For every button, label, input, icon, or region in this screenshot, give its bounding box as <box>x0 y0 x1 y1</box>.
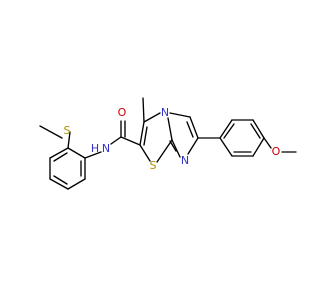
bond <box>139 144 151 162</box>
atom-labels: S O N H N S N O <box>64 106 281 172</box>
bond <box>143 126 148 146</box>
bond <box>169 112 191 118</box>
bond <box>263 137 272 149</box>
bond <box>187 137 199 155</box>
bond <box>186 121 194 138</box>
bond <box>110 136 122 145</box>
bond <box>189 116 199 139</box>
bond <box>67 147 86 159</box>
bond <box>171 139 181 158</box>
atom-o-methoxy: O <box>272 145 281 158</box>
bond <box>67 178 86 190</box>
bonds <box>39 97 297 190</box>
atom-n-amide: N <box>102 142 110 155</box>
bond <box>252 137 265 157</box>
bond <box>252 119 265 139</box>
atom-s-thiazole: S <box>150 159 157 172</box>
atom-o-carbonyl: O <box>118 106 127 119</box>
bond <box>219 119 233 139</box>
bond <box>49 178 69 190</box>
bond <box>142 97 145 123</box>
bond <box>219 137 233 157</box>
bond <box>49 147 69 159</box>
bond <box>250 123 261 139</box>
bond <box>84 151 102 159</box>
bond <box>67 131 71 149</box>
bond <box>39 125 63 139</box>
molecule-canvas: S O N H N S N O <box>39 97 297 190</box>
molecule-structure: S O N H N S N O <box>39 97 297 190</box>
bond <box>143 112 161 123</box>
atom-n-imidazole: N <box>181 154 189 167</box>
bond <box>223 123 235 139</box>
bond <box>139 121 145 146</box>
bond <box>53 152 68 162</box>
bond <box>120 136 141 146</box>
atom-s-methylthio: S <box>64 124 71 137</box>
bond <box>167 117 173 141</box>
atom-n-bridgehead: N <box>161 106 169 119</box>
bond <box>156 139 173 163</box>
bond <box>53 175 68 185</box>
atom-h-amide: H <box>91 142 99 155</box>
bond <box>169 140 177 152</box>
